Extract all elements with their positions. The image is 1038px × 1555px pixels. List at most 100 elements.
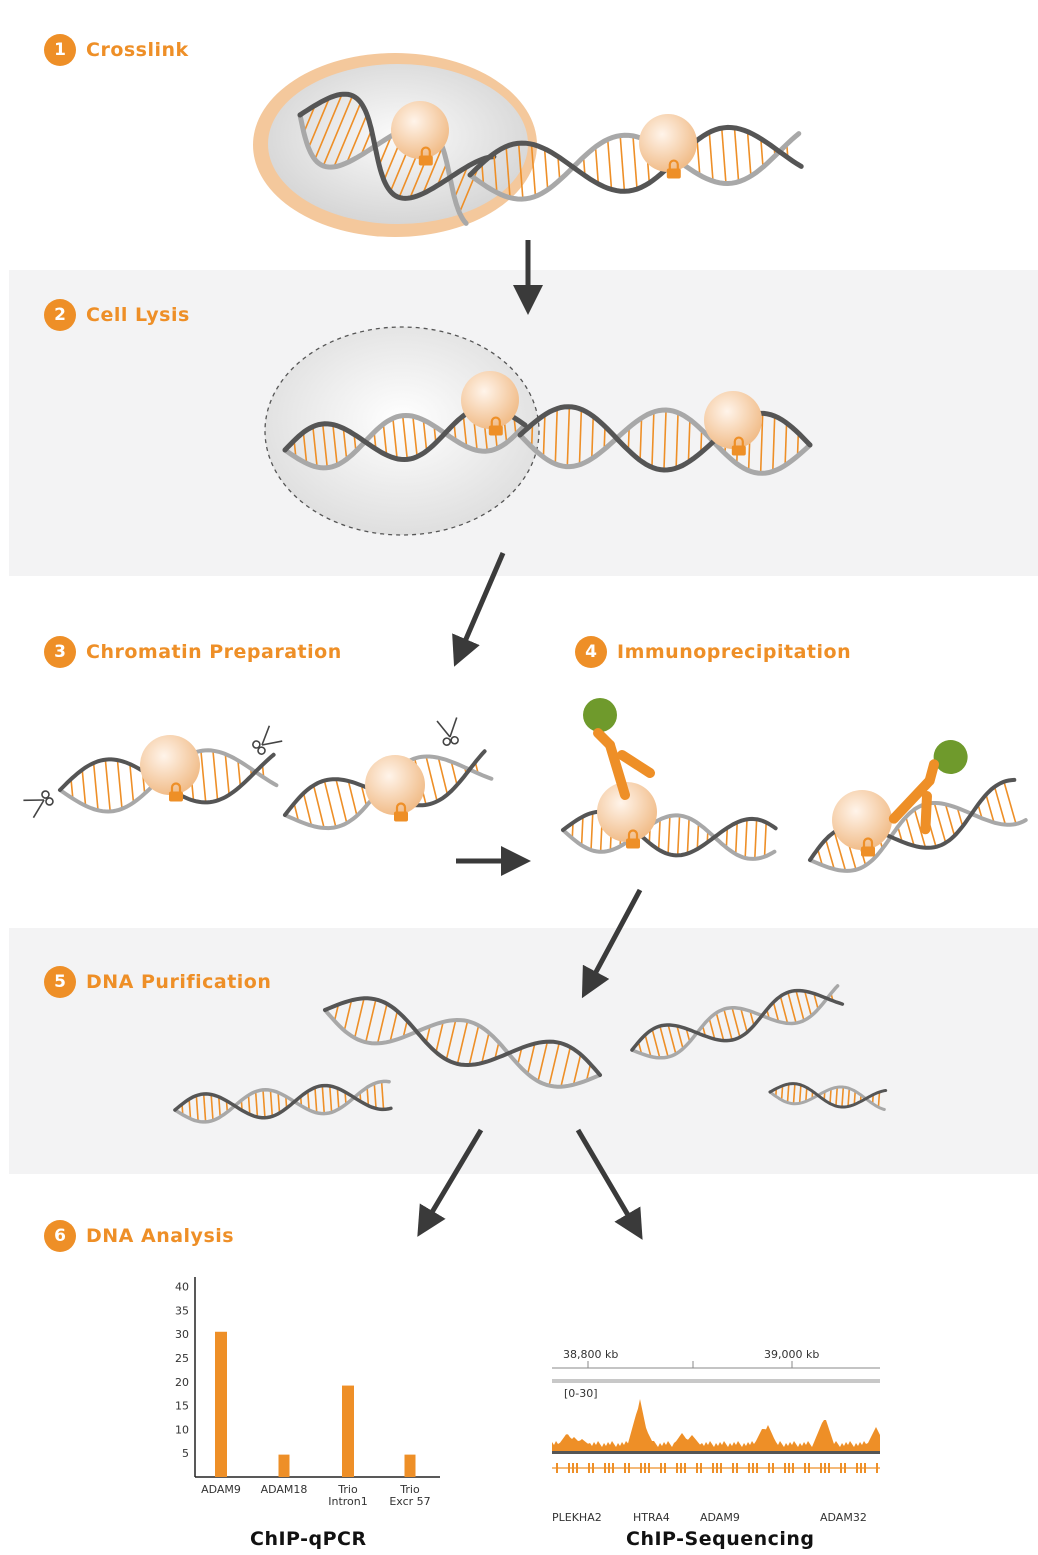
y-tick-label: 5: [182, 1447, 189, 1460]
exon-mark: [592, 1463, 594, 1473]
exon-mark: [788, 1463, 790, 1473]
base-pair: [697, 140, 700, 175]
exon-mark: [700, 1463, 702, 1473]
exon-mark: [640, 1463, 642, 1473]
base-pair: [697, 824, 698, 849]
base-pair: [336, 779, 347, 823]
base-pair: [796, 991, 804, 1021]
exon-mark: [712, 1463, 714, 1473]
bar: [342, 1386, 354, 1477]
base-pair: [555, 409, 557, 464]
exon-mark: [840, 1463, 842, 1473]
exon-mark: [824, 1463, 826, 1473]
base-pair: [344, 1000, 351, 1030]
exon-mark: [844, 1463, 846, 1473]
base-pair: [745, 819, 747, 858]
crosslink-lock-icon: [169, 792, 183, 802]
base-pair: [854, 1091, 855, 1104]
base-pair: [726, 828, 727, 848]
base-pair: [582, 817, 583, 846]
base-pair: [238, 760, 240, 786]
base-pair: [755, 819, 757, 859]
crosslink-lock-icon: [732, 446, 746, 456]
antibody-bound-fragments: [563, 698, 1026, 871]
exon-mark: [716, 1463, 718, 1473]
arrow-down-left-icon: [589, 890, 640, 985]
bar: [405, 1455, 416, 1477]
base-pair: [782, 1086, 783, 1100]
base-pair: [528, 1044, 535, 1074]
base-pair: [105, 760, 110, 812]
exon-mark: [768, 1463, 770, 1473]
x-tick-label: ADAM18: [261, 1483, 308, 1496]
y-tick-label: 30: [175, 1328, 189, 1341]
exon-mark: [784, 1463, 786, 1473]
exon-mark: [608, 1463, 610, 1473]
gene-label: HTRA4: [633, 1511, 670, 1524]
base-pair: [780, 996, 787, 1023]
base-pair: [189, 1099, 190, 1119]
exon-mark: [644, 1463, 646, 1473]
exon-mark: [676, 1463, 678, 1473]
gene-label: ADAM9: [700, 1511, 740, 1524]
exon-mark: [660, 1463, 662, 1473]
exon-mark: [772, 1463, 774, 1473]
base-pair: [378, 1004, 387, 1044]
exon-mark: [860, 1463, 862, 1473]
base-pair: [773, 416, 775, 471]
base-pair: [830, 1089, 831, 1104]
exon-mark: [792, 1463, 794, 1473]
arrow-down-left-icon: [460, 553, 503, 653]
exon-mark: [604, 1463, 606, 1473]
y-tick-label: 35: [175, 1304, 189, 1317]
y-tick-label: 10: [175, 1423, 189, 1436]
base-pair: [794, 1084, 795, 1104]
base-pair: [304, 793, 312, 825]
dna-backbone: [325, 1010, 600, 1087]
base-pair: [426, 756, 437, 801]
exon-mark: [684, 1463, 686, 1473]
base-pair: [716, 1013, 723, 1041]
base-pair: [538, 1042, 547, 1082]
exon-mark: [664, 1463, 666, 1473]
bead: [583, 698, 617, 732]
crosslink-lock-icon: [626, 839, 640, 849]
base-pair: [367, 1087, 368, 1105]
base-pair: [741, 1009, 747, 1033]
dna-backbone: [175, 1081, 389, 1122]
base-pair: [788, 992, 796, 1023]
exon-mark: [696, 1463, 698, 1473]
base-pair: [225, 754, 229, 795]
track-baseline: [552, 1451, 880, 1454]
histone: [832, 790, 892, 850]
base-pair: [457, 1021, 467, 1064]
base-pair: [688, 420, 689, 462]
histone: [704, 391, 762, 449]
base-pair: [676, 413, 678, 468]
exon-mark: [828, 1463, 830, 1473]
dna-backbone: [175, 1086, 391, 1118]
antibody: [583, 698, 650, 795]
base-pair: [130, 764, 134, 802]
exon-mark: [720, 1463, 722, 1473]
base-pair: [722, 128, 726, 183]
y-tick-label: 20: [175, 1376, 189, 1389]
base-pair: [724, 1009, 732, 1040]
base-pair: [878, 1092, 879, 1107]
base-pair: [608, 139, 612, 189]
cell-nucleus: [253, 53, 537, 237]
x-tick-label: ADAM9: [201, 1483, 241, 1496]
base-pair: [709, 132, 713, 181]
antibody-arm: [622, 755, 650, 773]
base-pair: [800, 1085, 801, 1103]
base-pair: [848, 1088, 849, 1106]
exon-mark: [588, 1463, 590, 1473]
exon-mark: [876, 1463, 878, 1473]
base-pair: [591, 813, 593, 850]
base-pair: [469, 1025, 478, 1065]
base-pair: [324, 781, 335, 828]
range-label: [0-30]: [564, 1387, 598, 1400]
exon-mark: [612, 1463, 614, 1473]
base-pair: [567, 407, 569, 467]
crosslink-lock-icon: [861, 847, 875, 857]
